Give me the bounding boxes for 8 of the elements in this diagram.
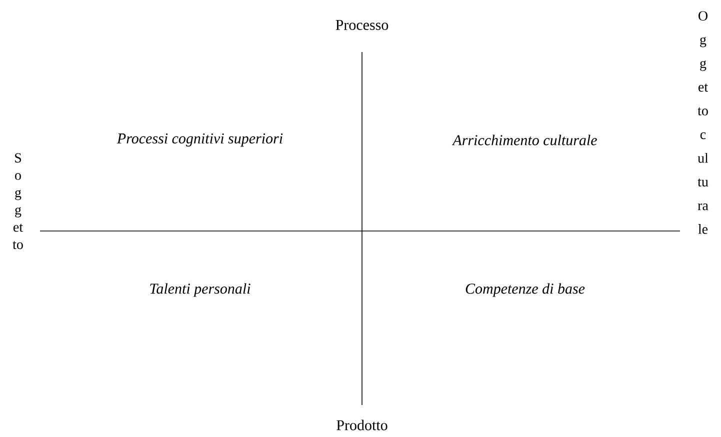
axis-label: Processo: [336, 20, 388, 30]
quadrant-label: Arricchimento culturale: [452, 134, 597, 146]
axis-label: Prodotto: [336, 420, 388, 430]
quadrant-label: Competenze di base: [466, 283, 585, 297]
quadrant-label: Processi cognitivi superiori: [116, 133, 283, 147]
axis-label: Oggetto culturale: [698, 11, 708, 234]
axis-label: Soggetto: [12, 153, 23, 250]
quadrant-label: Talenti personali: [150, 283, 250, 297]
